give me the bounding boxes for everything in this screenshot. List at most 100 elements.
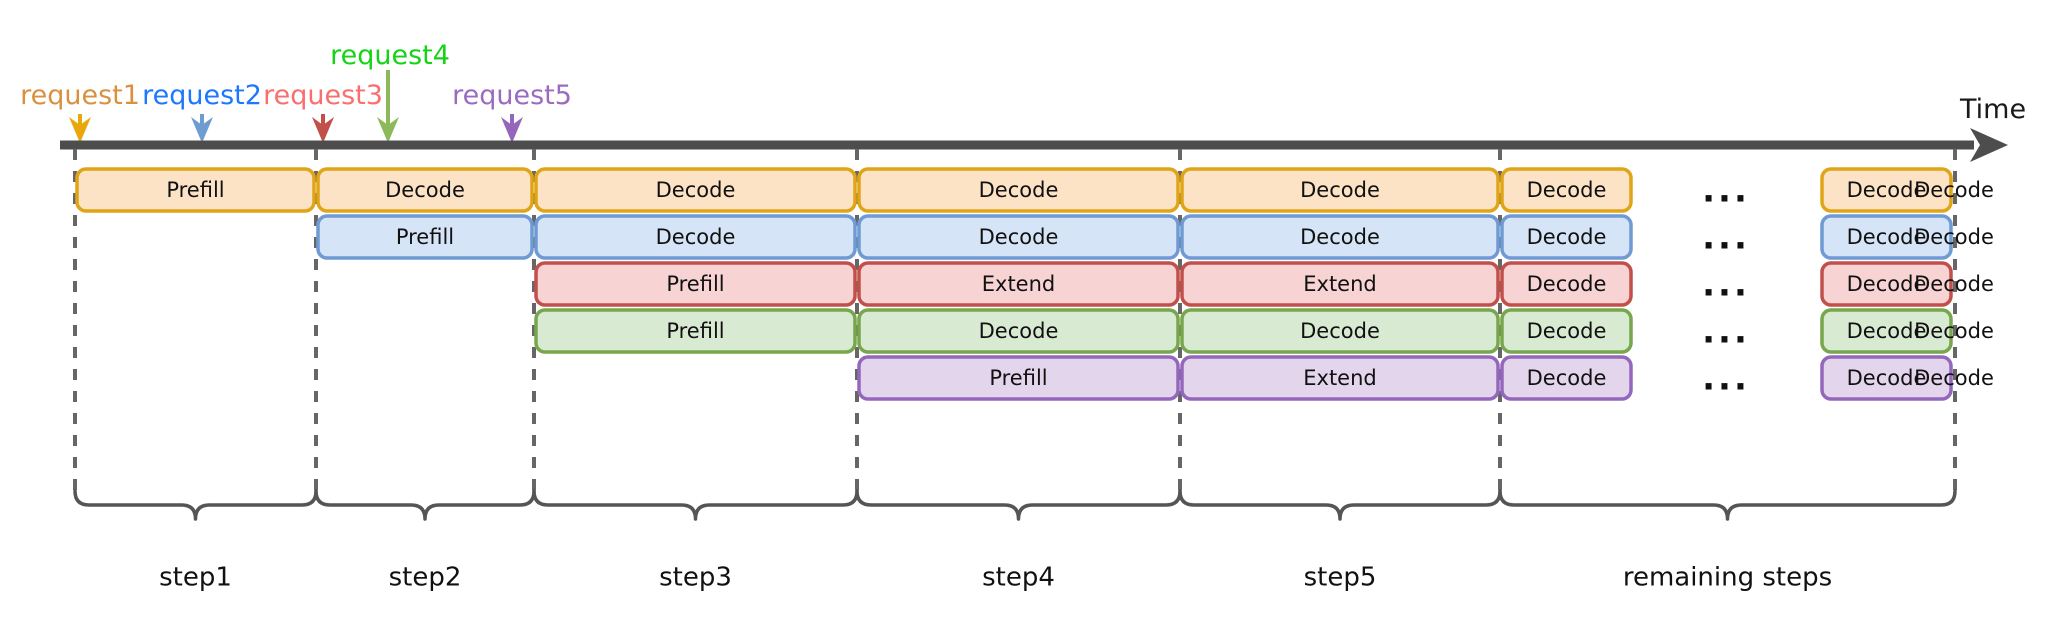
request-arrow-1: [69, 114, 91, 143]
request-arrow-4: [377, 70, 399, 143]
task-cell-label: Decode: [979, 178, 1059, 202]
task-cell-label: Decode: [1527, 272, 1607, 296]
task-cell[interactable]: Decode: [1180, 167, 1500, 213]
task-cell-label: Decode: [979, 319, 1059, 343]
step-label-step1: step1: [159, 563, 232, 593]
brace-step2: [314, 489, 536, 521]
task-cell-label: Decode: [1847, 319, 1927, 343]
task-cell[interactable]: Prefill: [316, 214, 534, 260]
brace-step3: [532, 489, 859, 521]
time-axis: [60, 128, 2008, 162]
task-cell[interactable]: Decode: [1820, 214, 1953, 260]
task-cell-label: Decode: [1527, 319, 1607, 343]
task-cell-label: Prefill: [989, 366, 1047, 390]
task-cell[interactable]: Decode: [1820, 308, 1953, 354]
brace-step5: [1178, 489, 1502, 521]
task-cell-label: Decode: [1914, 319, 1994, 343]
task-cell[interactable]: Decode: [1500, 261, 1633, 307]
request-label-1: request1: [20, 80, 140, 111]
task-cell[interactable]: Prefill: [534, 261, 857, 307]
task-cell[interactable]: Decode: [1180, 214, 1500, 260]
ellipsis: ...: [1702, 265, 1750, 305]
task-cell[interactable]: Decode: [534, 167, 857, 213]
ellipsis: ...: [1702, 218, 1750, 258]
task-cell[interactable]: Decode: [1820, 167, 1953, 213]
task-cell-label: Decode: [1847, 178, 1927, 202]
request-label-5: request5: [452, 80, 572, 111]
request-label-2: request2: [142, 80, 262, 111]
step-label-step3: step3: [659, 563, 732, 593]
request-label-4: request4: [330, 40, 450, 71]
task-cell-label: Decode: [1914, 366, 1994, 390]
request-arrow-5: [501, 114, 523, 143]
task-cell-label: Decode: [1527, 178, 1607, 202]
task-cell[interactable]: Decode: [1914, 178, 1994, 202]
task-cell[interactable]: Decode: [1500, 167, 1633, 213]
brace-step1: [73, 489, 318, 521]
task-cell[interactable]: Decode: [1500, 214, 1633, 260]
time-axis-label: Time: [1960, 94, 2027, 125]
task-cell[interactable]: Decode: [1820, 355, 1953, 401]
task-cell[interactable]: Decode: [1914, 319, 1994, 343]
task-cell-label: Decode: [979, 225, 1059, 249]
task-cell-label: Decode: [1847, 272, 1927, 296]
task-cell-label: Decode: [1914, 272, 1994, 296]
task-cell-label: Decode: [1300, 178, 1380, 202]
task-cell[interactable]: Prefill: [75, 167, 316, 213]
task-cell-label: Decode: [656, 178, 736, 202]
request-arrow-2: [191, 114, 213, 143]
task-cell-label: Extend: [982, 272, 1056, 296]
task-cell-label: Decode: [1300, 225, 1380, 249]
task-cell-label: Decode: [1914, 178, 1994, 202]
ellipsis: ...: [1702, 312, 1750, 352]
task-cell[interactable]: Decode: [1820, 261, 1953, 307]
task-cell[interactable]: Decode: [857, 167, 1180, 213]
request-label-3: request3: [263, 80, 383, 111]
task-cell[interactable]: Decode: [316, 167, 534, 213]
task-cell[interactable]: Decode: [534, 214, 857, 260]
task-cell-label: Decode: [1847, 366, 1927, 390]
task-cell[interactable]: Decode: [857, 308, 1180, 354]
step-label-step2: step2: [389, 563, 462, 593]
task-cell-label: Decode: [1527, 225, 1607, 249]
task-cell[interactable]: Decode: [1500, 355, 1633, 401]
task-cell[interactable]: Prefill: [534, 308, 857, 354]
request-arrow-3: [312, 114, 334, 143]
task-cell[interactable]: Decode: [1180, 308, 1500, 354]
task-cell-label: Decode: [1527, 366, 1607, 390]
ellipsis: ...: [1702, 171, 1750, 211]
task-cell-label: Extend: [1303, 366, 1377, 390]
request-arrows: [69, 70, 523, 143]
task-cell[interactable]: Decode: [1500, 308, 1633, 354]
step-label-step5: step5: [1304, 563, 1377, 593]
task-cell[interactable]: Extend: [857, 261, 1180, 307]
task-cell-label: Extend: [1303, 272, 1377, 296]
task-cell-label: Prefill: [396, 225, 454, 249]
task-cell-label: Decode: [1300, 319, 1380, 343]
task-cell[interactable]: Decode: [857, 214, 1180, 260]
task-cell[interactable]: Extend: [1180, 355, 1500, 401]
task-cell-label: Decode: [1847, 225, 1927, 249]
brace-step4: [855, 489, 1182, 521]
step-label-remaining-steps: remaining steps: [1623, 563, 1832, 593]
ellipsis: ...: [1702, 359, 1750, 399]
task-cell-label: Prefill: [666, 272, 724, 296]
task-cell[interactable]: Decode: [1914, 272, 1994, 296]
task-cell[interactable]: Decode: [1914, 225, 1994, 249]
task-cell-label: Decode: [656, 225, 736, 249]
brace-remaining-steps: [1498, 489, 1957, 521]
step-braces: [73, 489, 1957, 521]
task-cell[interactable]: Extend: [1180, 261, 1500, 307]
task-cell-label: Prefill: [166, 178, 224, 202]
task-cell[interactable]: Decode: [1914, 366, 1994, 390]
task-cell[interactable]: Prefill: [857, 355, 1180, 401]
